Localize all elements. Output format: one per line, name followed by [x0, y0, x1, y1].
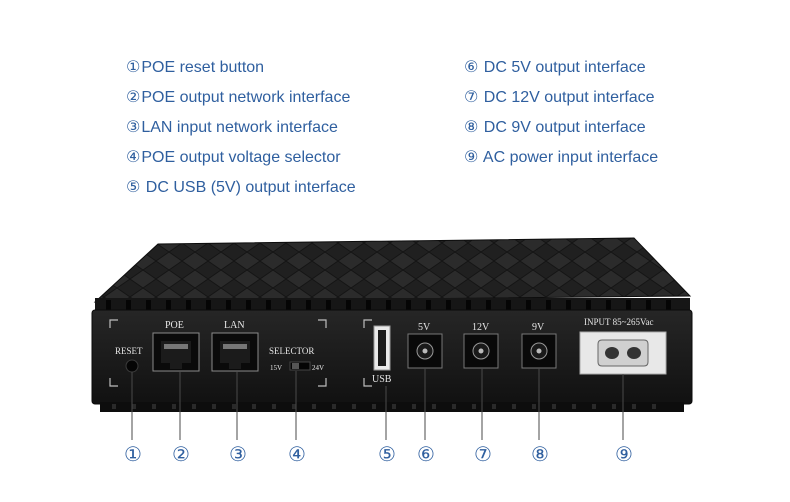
legend-item-dc5v: ⑥ DC 5V output interface — [464, 53, 658, 83]
base-vents — [112, 404, 656, 409]
legend-item-poe-output: ②POE output network interface — [126, 83, 356, 113]
legend-number: ⑥ — [464, 59, 479, 76]
legend-number: ⑨ — [464, 149, 479, 166]
legend-left-column: ①POE reset button ②POE output network in… — [126, 53, 356, 203]
legend-text: AC power input interface — [479, 149, 659, 166]
label-ac-input: INPUT 85~265Vac — [584, 317, 653, 327]
callout-2: ② — [172, 444, 190, 466]
vent-strip — [95, 298, 690, 312]
dc-5v-jack — [407, 333, 443, 369]
callout-8: ⑧ — [531, 444, 549, 466]
legend-item-lan-input: ③LAN input network interface — [126, 113, 356, 143]
legend-text: DC 9V output interface — [479, 119, 646, 136]
label-selector: SELECTOR — [269, 346, 314, 356]
callout-7: ⑦ — [474, 444, 492, 466]
callout-lines — [131, 368, 624, 440]
label-usb: USB — [372, 374, 392, 385]
legend-number: ① — [126, 59, 141, 76]
callout-6: ⑥ — [417, 444, 435, 466]
label-reset: RESET — [115, 346, 143, 356]
legend-number: ⑦ — [464, 89, 479, 106]
label-dc-9v: 9V — [532, 322, 545, 333]
voltage-selector-switch — [289, 361, 311, 371]
label-lan: LAN — [224, 320, 245, 331]
legend-number: ③ — [126, 119, 141, 136]
legend-text: DC USB (5V) output interface — [141, 179, 356, 196]
legend-text: POE output network interface — [141, 89, 351, 106]
reset-button — [125, 359, 139, 373]
poe-rj45-port — [152, 332, 200, 372]
legend-item-ac-input: ⑨ AC power input interface — [464, 143, 658, 173]
vent-slots — [106, 300, 671, 310]
label-poe: POE — [165, 320, 184, 331]
legend-number: ⑧ — [464, 119, 479, 136]
dc-9v-jack — [521, 333, 557, 369]
label-dc-5v: 5V — [418, 322, 431, 333]
dc-12v-jack — [463, 333, 499, 369]
label-dc-12v: 12V — [472, 322, 490, 333]
label-15v: 15V — [270, 364, 282, 372]
callout-9: ⑨ — [615, 444, 633, 466]
voltage-selector-knob — [292, 363, 299, 369]
label-24v: 24V — [312, 364, 324, 372]
legend-item-reset: ①POE reset button — [126, 53, 356, 83]
callout-5: ⑤ — [378, 444, 396, 466]
network-bracket-marks — [109, 319, 372, 387]
legend-text: POE output voltage selector — [141, 149, 341, 166]
legend-number: ④ — [126, 149, 141, 166]
legend-text: LAN input network interface — [141, 119, 338, 136]
usb-port — [373, 325, 391, 371]
legend-item-voltage-selector: ④POE output voltage selector — [126, 143, 356, 173]
lan-rj45-port — [211, 332, 259, 372]
legend-item-dc9v: ⑧ DC 9V output interface — [464, 113, 658, 143]
callout-1: ① — [124, 444, 142, 466]
legend-number: ⑤ — [126, 179, 141, 196]
legend-item-usb: ⑤ DC USB (5V) output interface — [126, 173, 356, 203]
legend-text: DC 12V output interface — [479, 89, 655, 106]
callout-4: ④ — [288, 444, 306, 466]
legend-right-column: ⑥ DC 5V output interface ⑦ DC 12V output… — [464, 53, 658, 173]
legend-text: DC 5V output interface — [479, 59, 646, 76]
legend-text: POE reset button — [141, 59, 265, 76]
ac-power-inlet — [579, 331, 667, 375]
legend-item-dc12v: ⑦ DC 12V output interface — [464, 83, 658, 113]
device-top-surface — [93, 237, 692, 303]
legend-number: ② — [126, 89, 141, 106]
callout-3: ③ — [229, 444, 247, 466]
